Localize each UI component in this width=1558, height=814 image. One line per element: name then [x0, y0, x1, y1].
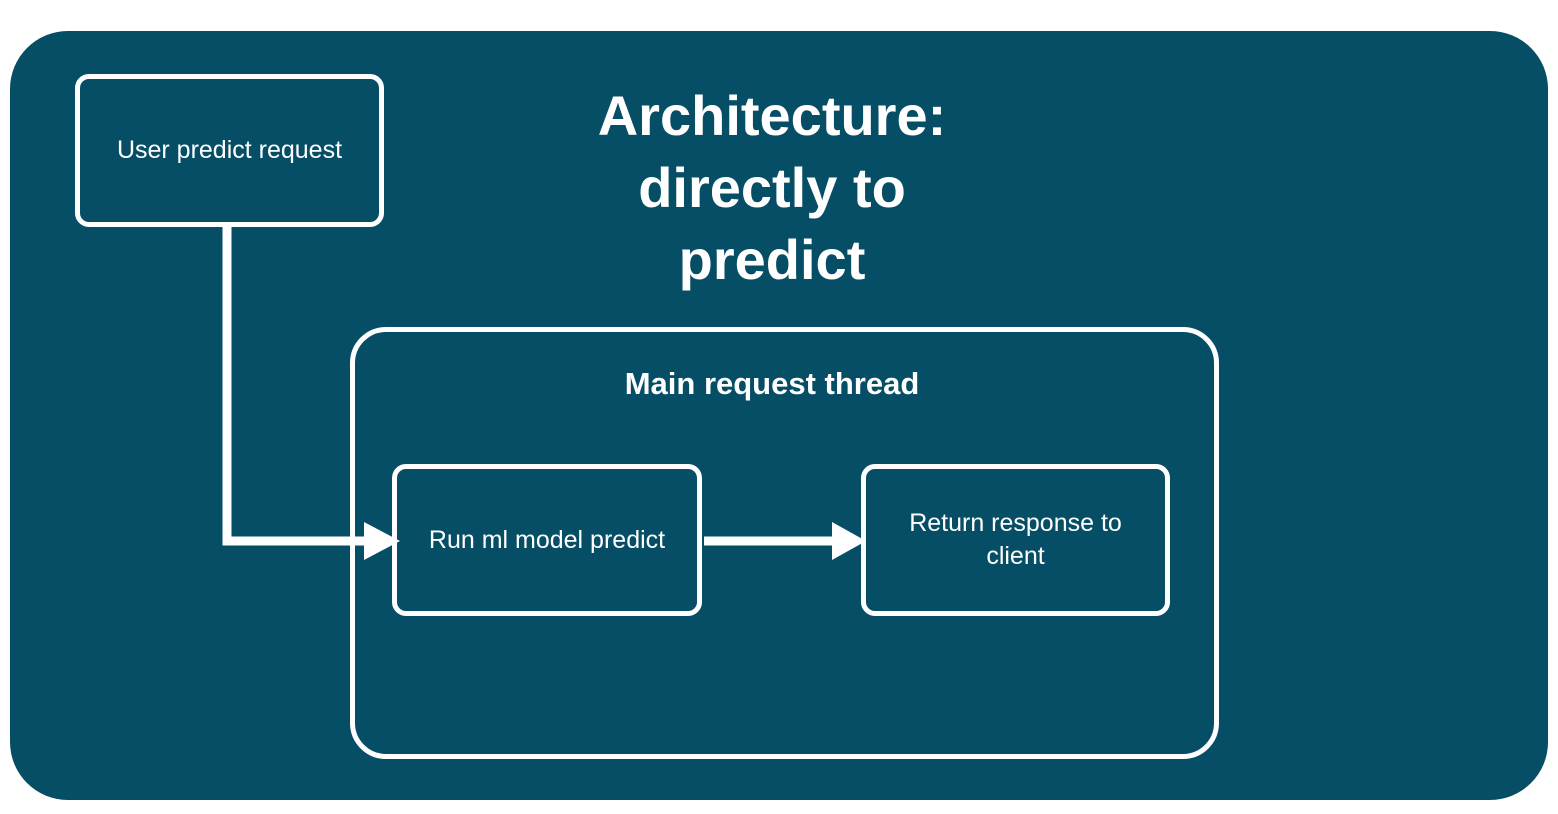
main-request-thread-label: Main request thread: [624, 366, 920, 401]
return-response-label: Return response to client: [909, 509, 1122, 570]
diagram-title: Architecture: directly to predict: [597, 84, 947, 291]
user-predict-request-label: User predict request: [116, 136, 343, 164]
run-ml-model-predict-label: Run ml model predict: [428, 525, 666, 554]
run-ml-model-predict-node: Run ml model predict: [392, 464, 702, 616]
return-response-node: Return response to client: [861, 464, 1170, 616]
user-predict-request-node: User predict request: [75, 74, 384, 227]
